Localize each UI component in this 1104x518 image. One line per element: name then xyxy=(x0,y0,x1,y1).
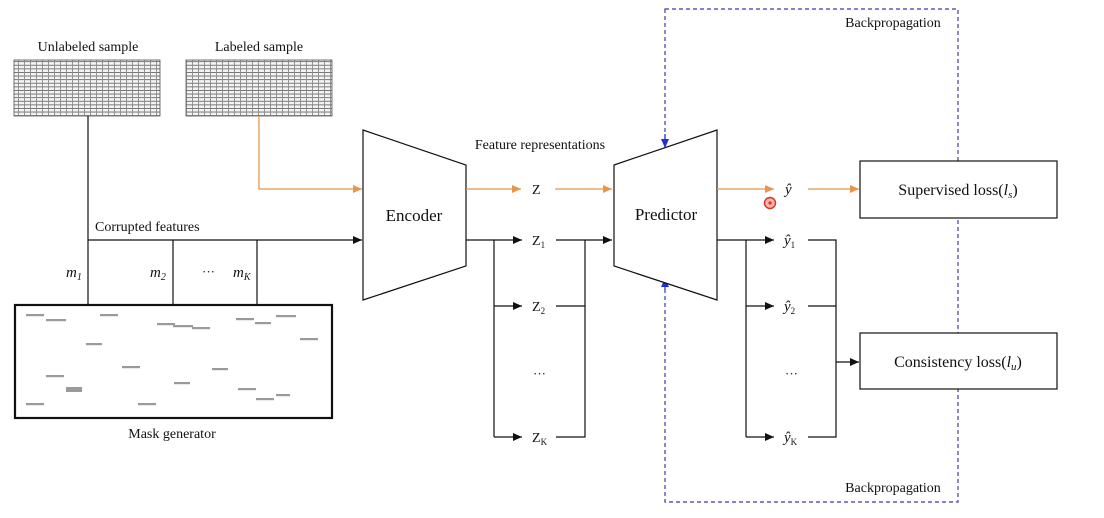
mask-bar xyxy=(256,398,274,401)
supervised-loss-box xyxy=(859,160,1058,219)
yk-node: ŷK xyxy=(782,430,798,447)
z2-node: Z2 xyxy=(532,300,545,316)
feature-representations-label: Feature representations xyxy=(475,138,605,153)
mask-generator-label: Mask generator xyxy=(128,427,216,442)
mask-ellipsis: ··· xyxy=(202,264,215,279)
mask-bar xyxy=(174,382,190,385)
backprop-bottom-label: Backpropagation xyxy=(845,481,941,496)
mask-bar xyxy=(173,325,193,328)
mask-bar xyxy=(276,394,290,397)
mask-label-1: m1 xyxy=(66,265,82,283)
mask-bar xyxy=(236,318,254,321)
y1-node: ŷ1 xyxy=(782,233,795,250)
z-dots: ··· xyxy=(533,366,546,381)
cursor-dot-center xyxy=(768,201,772,205)
labeled-sample-label: Labeled sample xyxy=(215,40,303,55)
unlabeled-sample-label: Unlabeled sample xyxy=(38,40,139,55)
encoder-to-z-branch xyxy=(466,239,495,437)
mask-bar xyxy=(238,388,256,391)
predictor-block xyxy=(613,129,718,301)
unlabeled-sample-grid xyxy=(13,59,161,117)
corrupted-features-label: Corrupted features xyxy=(95,220,200,235)
consistency-loss-box xyxy=(859,332,1058,390)
z1-node: Z1 xyxy=(532,234,545,250)
mask-generator-box xyxy=(13,303,334,420)
mask-bar xyxy=(66,387,82,392)
mask-bars xyxy=(26,314,318,406)
backprop-top-label: Backpropagation xyxy=(845,16,941,31)
mask-bar xyxy=(46,375,64,378)
supervised-loss-label: Supervised loss(ls) xyxy=(898,182,1017,201)
mask-bar xyxy=(300,338,318,341)
labeled-to-encoder-arrow xyxy=(258,116,362,193)
labeled-sample-grid xyxy=(185,59,333,117)
mask-label-k: mK xyxy=(233,265,252,283)
zk-out xyxy=(556,240,586,438)
mask-bar xyxy=(192,327,210,330)
mask-bar xyxy=(26,314,44,317)
z-node: Z xyxy=(532,183,541,198)
encoder-label: Encoder xyxy=(386,206,443,225)
mask-bar xyxy=(138,403,156,406)
mask-bar xyxy=(157,323,175,326)
mask-bar xyxy=(100,314,118,317)
mask-bar xyxy=(122,366,140,369)
mask-label-2: m2 xyxy=(150,265,166,283)
y2-node: ŷ2 xyxy=(782,299,795,316)
mask-bar xyxy=(276,315,296,318)
mask-bar xyxy=(212,368,228,371)
y-dots: ··· xyxy=(785,366,798,381)
mask-bar xyxy=(255,322,271,325)
yhat-node: ŷ xyxy=(783,182,792,198)
mask-bar xyxy=(46,319,66,322)
predictor-label: Predictor xyxy=(635,205,698,224)
mask-bar xyxy=(86,343,102,346)
zk-node: ZK xyxy=(532,431,548,447)
consistency-loss-label: Consistency loss(lu) xyxy=(894,354,1022,373)
mask-bar xyxy=(26,403,44,406)
encoder-block xyxy=(362,129,467,301)
y1-out xyxy=(808,239,837,438)
